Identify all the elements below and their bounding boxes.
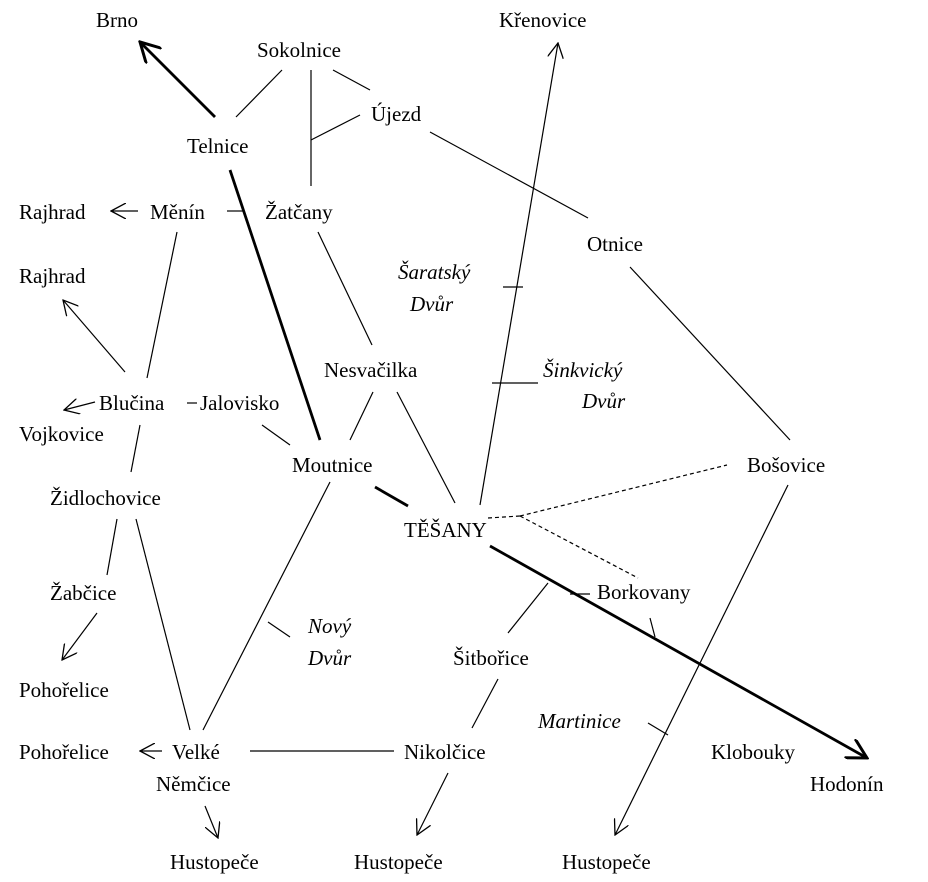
label-novy-dvur-1: Nový (307, 614, 352, 638)
label-velke-nemcice-2: Němčice (156, 772, 231, 796)
label-zidlochovice: Židlochovice (50, 486, 161, 510)
label-sokolnice: Sokolnice (257, 38, 341, 62)
label-hustopece-2: Hustopeče (354, 850, 443, 874)
road-sitborice-nikolcice (471, 678, 499, 729)
label-sitborice: Šitbořice (453, 646, 529, 670)
label-otnice: Otnice (587, 232, 643, 256)
label-blucina: Blučina (99, 391, 165, 415)
label-sinkvicky-dvur-1: Šinkvický (543, 358, 623, 382)
label-klobouky: Klobouky (711, 740, 796, 764)
road-zabcice-pohorelice (62, 612, 98, 660)
road-zidlochovice-velke-nemcice (135, 518, 191, 731)
path-tesany-borkovany (519, 515, 639, 579)
road-tesany-krenovice (479, 43, 558, 506)
road-telnice-moutnice (228, 169, 322, 441)
road-sitborice-borkovany (507, 582, 549, 634)
label-saratsky-dvur-2: Dvůr (409, 292, 454, 316)
label-menin: Měnín (150, 200, 205, 224)
road-ujezd-spur (310, 114, 361, 141)
road-nesvacilka-tesany (396, 391, 456, 504)
label-rajhrad-1: Rajhrad (19, 200, 86, 224)
label-jalovisko: Jalovisko (200, 391, 279, 415)
label-borkovany: Borkovany (597, 580, 691, 604)
path-tesany-bosovice (519, 464, 728, 517)
label-saratsky-dvur-1: Šaratský (398, 260, 471, 284)
tick-hodonin-road (649, 617, 656, 638)
road-jalovisko-moutnice (261, 424, 291, 446)
road-nikolcice-hustopece (417, 772, 449, 835)
label-brno: Brno (96, 8, 138, 32)
label-hustopece-1: Hustopeče (170, 850, 259, 874)
road-sokolnice-ujezd (332, 69, 371, 91)
label-hodonin: Hodonín (810, 772, 884, 796)
spur-novy-dvur (267, 621, 291, 638)
path-tesany-joint (487, 515, 521, 519)
label-ujezd: Újezd (371, 102, 422, 126)
label-rajhrad-2: Rajhrad (19, 264, 86, 288)
label-velke-nemcice-1: Velké (172, 740, 220, 764)
road-menin-blucina (146, 231, 178, 379)
label-zatcany: Žatčany (265, 200, 333, 224)
label-zabcice: Žabčice (50, 581, 116, 605)
label-vojkovice: Vojkovice (19, 422, 104, 446)
label-nikolcice: Nikolčice (404, 740, 486, 764)
road-sokolnice-telnice (235, 69, 283, 118)
road-otnice-bosovice (629, 266, 791, 441)
road-blucina-rajhrad (63, 300, 126, 373)
road-blucina-zidlochovice (130, 424, 141, 473)
road-zidlochovice-zabcice (106, 518, 118, 576)
label-krenovice: Křenovice (499, 8, 586, 32)
road-ujezd-otnice (429, 131, 589, 219)
road-blucina-vojkovice (64, 402, 96, 410)
spur-martinice (647, 722, 669, 736)
label-pohorelice-1: Pohořelice (19, 678, 109, 702)
roads (62, 42, 867, 838)
road-telnice-brno (140, 42, 216, 118)
label-tesany: TĚŠANY (404, 518, 487, 542)
road-moutnice-velke-nemcice (202, 481, 331, 731)
label-hustopece-3: Hustopeče (562, 850, 651, 874)
label-pohorelice-2: Pohořelice (19, 740, 109, 764)
road-nesvacilka-moutnice (349, 391, 374, 441)
label-martinice: Martinice (537, 709, 621, 733)
road-velke-nemcice-hustopece (204, 805, 218, 838)
label-nesvacilka: Nesvačilka (324, 358, 418, 382)
label-sinkvicky-dvur-2: Dvůr (581, 389, 626, 413)
label-bosovice: Bošovice (747, 453, 825, 477)
place-labels: Brno Křenovice Sokolnice Újezd Telnice R… (19, 8, 884, 874)
road-tesany-hodonin (489, 544, 867, 758)
label-moutnice: Moutnice (292, 453, 372, 477)
road-moutnice-tesany (374, 485, 409, 508)
road-bosovice-hustopece (615, 484, 789, 835)
road-zatcany-nesvacilka (317, 231, 373, 346)
label-novy-dvur-2: Dvůr (307, 646, 352, 670)
label-telnice: Telnice (187, 134, 249, 158)
